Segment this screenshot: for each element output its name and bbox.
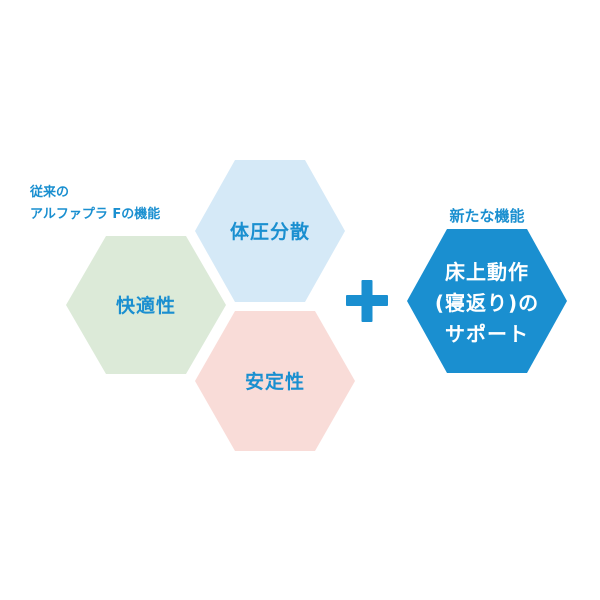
hex-body-pressure	[195, 160, 345, 302]
new-feature-caption: 新たな機能	[449, 207, 524, 225]
hex-comfort	[66, 236, 226, 374]
new-feature-line2: (寝返り)の	[435, 291, 539, 315]
hex-comfort-label: 快適性	[116, 294, 176, 317]
hex-stability	[195, 311, 355, 451]
new-feature-line3: サポート	[445, 322, 529, 346]
existing-caption-line1: 従来の	[29, 184, 69, 200]
hex-stability-label: 安定性	[245, 370, 305, 393]
new-feature-line1: 床上動作	[445, 260, 529, 284]
existing-caption-line2: アルファプラ Fの機能	[30, 206, 160, 222]
plus-vertical	[361, 280, 373, 322]
hex-new-feature	[407, 229, 567, 373]
hex-body-pressure-label: 体圧分散	[230, 220, 310, 243]
